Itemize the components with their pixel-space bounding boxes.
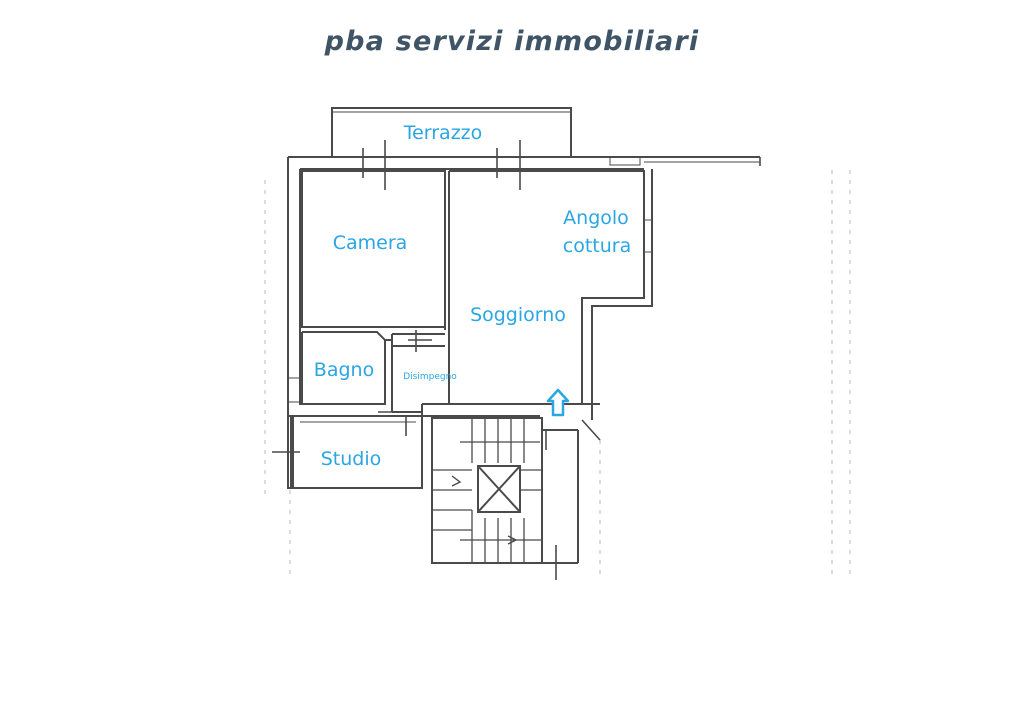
room-label-angolo: Angolo <box>563 207 629 229</box>
room-label-studio: Studio <box>321 448 382 470</box>
soggiorno-outline <box>449 170 645 405</box>
room-label-camera: Camera <box>333 232 408 254</box>
faint-context <box>264 170 851 580</box>
lift-shaft <box>477 465 521 513</box>
plan-walls <box>264 107 851 580</box>
room-label-terrazzo: Terrazzo <box>403 122 483 144</box>
terrace-outline <box>331 107 572 157</box>
stair-steps <box>432 418 542 563</box>
bagno-outline <box>301 331 386 405</box>
room-label-cottura: cottura <box>563 235 631 257</box>
brand-title: pba servizi immobiliari <box>324 26 700 57</box>
entrance-arrow-icon <box>546 388 570 417</box>
room-label-soggiorno: Soggiorno <box>470 304 566 326</box>
room-label-disimpegno: Disimpegno <box>403 372 457 382</box>
room-label-bagno: Bagno <box>314 359 374 381</box>
openings <box>272 140 761 580</box>
